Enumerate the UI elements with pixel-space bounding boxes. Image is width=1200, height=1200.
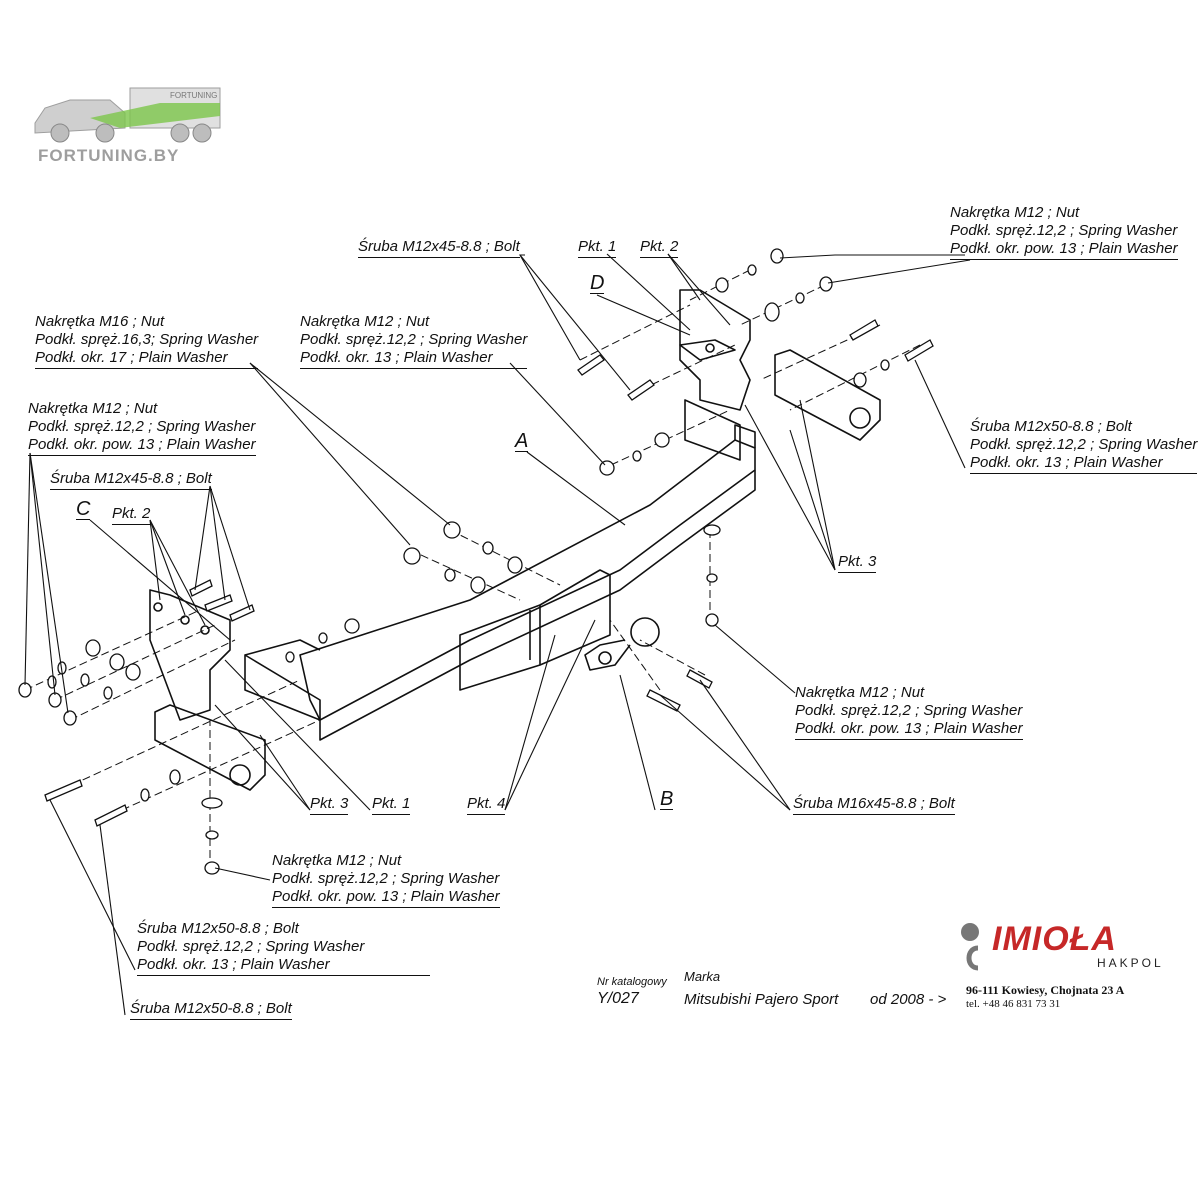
model-year: od 2008 - >: [870, 991, 947, 1008]
callout-pkt1-bottom: Pkt. 1: [372, 795, 411, 815]
brand-sub: HAKPOL: [1097, 956, 1164, 970]
callout-bolt-m12x50-bottom: Śruba M12x50-8.8 ; Bolt Podkł. spręż.12,…: [137, 920, 430, 976]
callout-nut-m16: Nakrętka M16 ; Nut Podkł. spręż.16,3; Sp…: [35, 313, 259, 369]
right-bracket: [679, 289, 751, 411]
tow-ball: [630, 617, 660, 647]
callout-nut-m12-left: Nakrętka M12 ; Nut Podkł. spręż.12,2 ; S…: [28, 400, 256, 456]
callout-pkt2-top: Pkt. 2: [640, 238, 679, 258]
left-lower-plate: [154, 704, 266, 791]
right-lower-plate: [774, 349, 881, 441]
make-label: Marka: [684, 969, 721, 984]
callout-nut-m12-center: Nakrętka M12 ; Nut Podkł. spręż.12,2 ; S…: [300, 313, 528, 369]
ball-mount-box: [459, 604, 541, 691]
letter-c: C: [76, 498, 91, 520]
brand-address: 96-111 Kowiesy, Chojnata 23 A: [966, 983, 1125, 997]
callout-pkt4: Pkt. 4: [467, 795, 506, 815]
callout-bolt-m12x50-right: Śruba M12x50-8.8 ; Bolt Podkł. spręż.12,…: [970, 418, 1198, 474]
letter-a: A: [515, 430, 529, 452]
make-value: Mitsubishi Pajero Sport: [684, 991, 839, 1008]
callout-pkt3-bottom: Pkt. 3: [310, 795, 349, 815]
brand-logo: IMIOŁA: [992, 920, 1117, 958]
letter-d: D: [590, 272, 605, 294]
callout-bolt-m12x45-left: Śruba M12x45-8.8 ; Bolt: [50, 470, 212, 490]
callout-nut-m12-top-right: Nakrętka M12 ; Nut Podkł. spręż.12,2 ; S…: [950, 204, 1178, 260]
catalog-label: Nr katalogowy: [597, 976, 667, 988]
letter-b: B: [660, 788, 674, 810]
callout-bolt-m16x45: Śruba M16x45-8.8 ; Bolt: [793, 795, 955, 815]
callout-pkt3-right: Pkt. 3: [838, 553, 877, 573]
truck-sign: FORTUNING: [170, 91, 217, 100]
callout-nut-m12-bottom: Nakrętka M12 ; Nut Podkł. spręż.12,2 ; S…: [272, 852, 500, 908]
callout-nut-m12-right-mid: Nakrętka M12 ; Nut Podkł. spręż.12,2 ; S…: [795, 684, 1023, 740]
callout-bolt-m12x50-footer: Śruba M12x50-8.8 ; Bolt: [130, 1000, 292, 1020]
watermark-brand: FORTUNING.BY: [38, 146, 180, 165]
left-bracket: [149, 589, 231, 721]
callout-pkt1-top: Pkt. 1: [578, 238, 617, 258]
catalog-number: Y/027: [597, 990, 639, 1007]
callout-pkt2-left: Pkt. 2: [112, 505, 151, 525]
brand-phone: tel. +48 46 831 73 31: [966, 998, 1061, 1010]
callout-bolt-m12x45-top: Śruba M12x45-8.8 ; Bolt: [358, 238, 520, 258]
watermark-truck-icon: FORTUNING: [34, 87, 221, 143]
imiola-hook-icon: [961, 923, 979, 971]
crossbar: [299, 439, 756, 721]
